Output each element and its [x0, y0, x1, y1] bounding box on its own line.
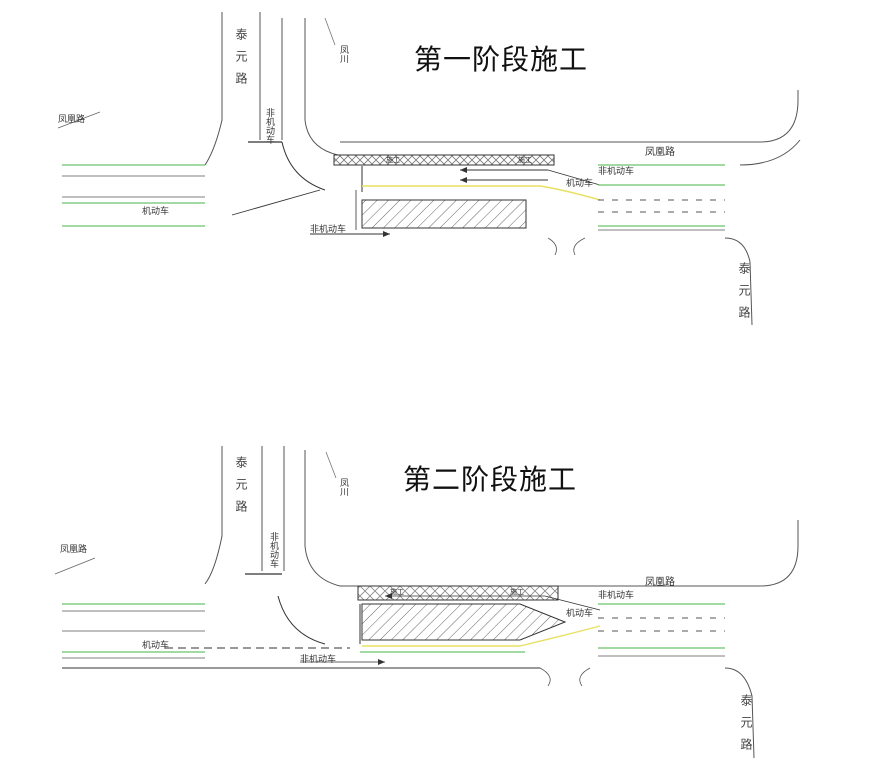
- non-motor-vehicle-label: 非机动车: [300, 655, 337, 665]
- south-road-label: 泰元路: [737, 262, 751, 328]
- north-road-right-label: 凤川: [338, 45, 348, 63]
- north-road-label: 泰元路: [234, 456, 248, 522]
- north-non-motor-label: 非机动车: [264, 108, 274, 144]
- north-road-right-label: 凤川: [338, 478, 348, 496]
- non-motor-vehicle-east-label: 非机动车: [598, 167, 635, 177]
- west-road-label: 凤凰路: [60, 545, 88, 555]
- south-road-label: 泰元路: [739, 694, 753, 760]
- motor-vehicle-west-label: 机动车: [142, 641, 170, 651]
- west-road-label: 凤凰路: [58, 115, 86, 125]
- work-zone-a-label: 施工: [390, 588, 404, 596]
- stage-1-road-drawing: [57, 12, 801, 326]
- motor-vehicle-east-label: 机动车: [566, 609, 594, 619]
- motor-vehicle-east-label: 机动车: [566, 179, 594, 189]
- work-zone-b-label: 施工: [518, 156, 532, 164]
- stage-2-title: 第二阶段施工: [403, 463, 578, 496]
- non-motor-vehicle-label: 非机动车: [310, 225, 347, 235]
- work-zone-a-label: 施工: [386, 156, 400, 164]
- stage-2-road-drawing: [54, 446, 799, 759]
- north-road-label: 泰元路: [234, 28, 248, 94]
- work-zone-b-label: 施工: [510, 588, 524, 596]
- east-road-label: 凤凰路: [645, 577, 675, 588]
- stage-2-diagram: 第二阶段施工 凤凰路 泰元路 凤川 非机动车 凤凰路 泰元路 机动车 机动车 非…: [0, 386, 886, 772]
- north-non-motor-label: 非机动车: [268, 532, 278, 568]
- motor-vehicle-west-label: 机动车: [142, 207, 170, 217]
- non-motor-vehicle-east-label: 非机动车: [598, 591, 635, 601]
- east-road-label: 凤凰路: [645, 147, 675, 158]
- stage-1-title: 第一阶段施工: [414, 43, 589, 76]
- stage-1-diagram: 第一阶段施工 凤凰路 泰元路 凤川 非机动车 凤凰路 泰元路 机动车 机动车 非…: [0, 0, 886, 386]
